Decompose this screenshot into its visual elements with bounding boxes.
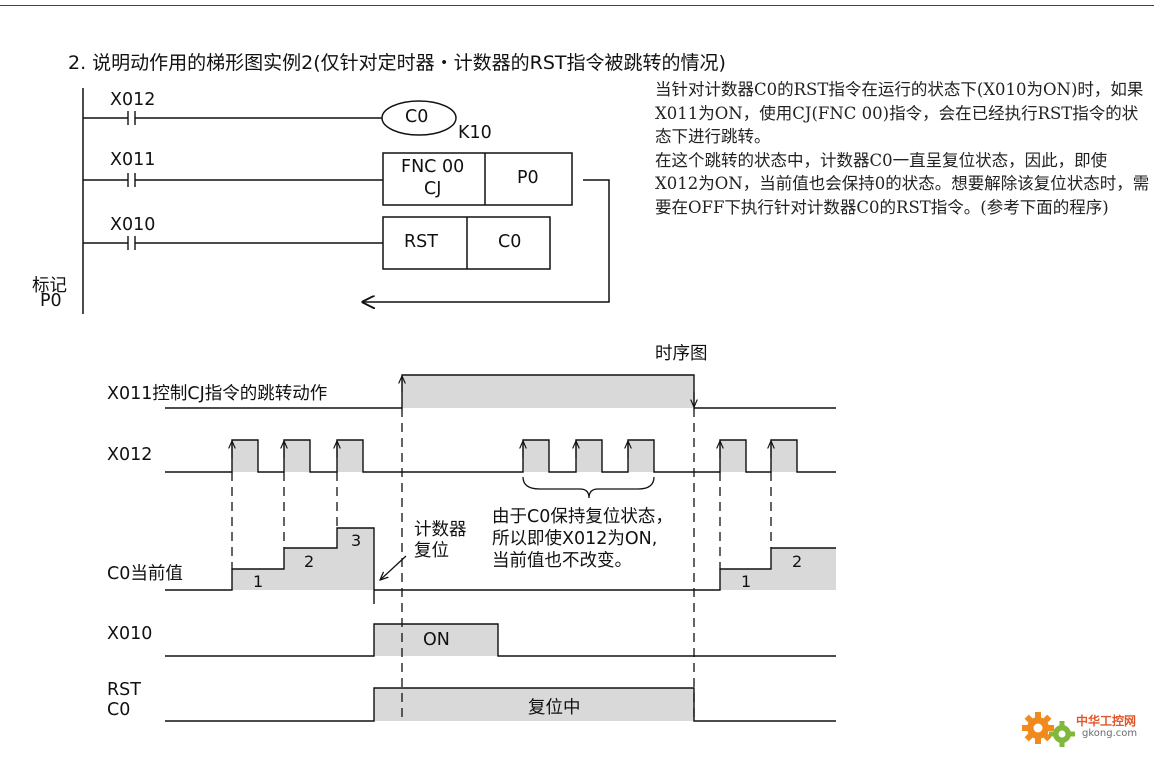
timing-guide-lines — [231, 408, 772, 722]
c0-value-waveform — [165, 527, 836, 604]
pointer-label-line2: P0 — [40, 291, 62, 311]
rst-label: RST — [404, 232, 438, 252]
c0-value-fill-after — [720, 548, 836, 590]
hold-note-line3: 当前值也不改变。 — [492, 551, 632, 571]
c0-step-after-2: 2 — [792, 552, 803, 571]
rung-2 — [83, 173, 383, 187]
c0-step-before-1: 1 — [253, 572, 264, 591]
watermark-brand: 中华工控网 — [1076, 714, 1137, 728]
rst-active-fill — [374, 688, 694, 721]
row-label-x012: X012 — [107, 445, 153, 465]
coil-c0 — [381, 100, 457, 136]
rung-3 — [83, 236, 383, 250]
rung-1 — [83, 111, 383, 125]
x010-waveform — [165, 623, 836, 657]
contact-x012-label: X012 — [110, 90, 156, 110]
hold-note-line2: 所以即使X012为ON, — [492, 529, 658, 549]
row-label-c0: C0当前值 — [107, 564, 183, 584]
c0-value-fill-before — [232, 528, 374, 590]
fnc-operand-label: P0 — [517, 168, 539, 188]
x011-high-fill — [402, 375, 694, 408]
reset-note-line1: 计数器 — [414, 520, 467, 540]
description-paragraph-2: 在这个跳转的状态中，计数器C0一直呈复位状态，因此，即使X012为ON，当前值也… — [655, 150, 1150, 217]
row-label-rst-line1: RST — [107, 680, 141, 700]
row-label-x010: X010 — [107, 624, 153, 644]
gear-icon — [1022, 712, 1075, 747]
c0-step-before-2: 2 — [304, 552, 315, 571]
contact-x011-label: X011 — [110, 150, 156, 170]
description-text: 当针对计数器C0的RST指令在运行的状态下(X010为ON)时，如果X011为O… — [655, 78, 1150, 219]
c0-step-before-3: 3 — [351, 531, 362, 550]
gkong-watermark-logo: 中华工控网 gkong.com — [1018, 702, 1146, 754]
fnc-number-label: FNC 00 — [401, 157, 465, 177]
c0-step-after-1: 1 — [741, 572, 752, 591]
watermark-site: gkong.com — [1082, 728, 1138, 739]
row-label-rst-line2: C0 — [107, 700, 131, 720]
section-heading: 2. 说明动作用的梯形图实例2(仅针对定时器・计数器的RST指令被跳转的情况) — [68, 52, 726, 74]
fnc-box — [382, 152, 573, 206]
jump-arrow — [363, 179, 610, 302]
x010-on-fill — [374, 624, 498, 656]
rst-waveform — [165, 687, 836, 722]
rst-operand-label: C0 — [498, 232, 522, 252]
fnc-mnemonic-label: CJ — [424, 179, 442, 199]
coil-setting-label: K10 — [458, 123, 492, 143]
x012-pulse-fills — [232, 440, 797, 472]
x011-waveform — [165, 374, 836, 409]
pointer-label-line1: 标记 — [32, 276, 67, 296]
reset-note-line2: 复位 — [414, 541, 449, 561]
description-paragraph-1: 当针对计数器C0的RST指令在运行的状态下(X010为ON)时，如果X011为O… — [655, 80, 1144, 146]
timing-chart-title: 时序图 — [655, 344, 708, 364]
x012-rising-arrows — [232, 441, 771, 458]
top-rule — [0, 5, 1154, 6]
ignored-pulses-brace — [522, 476, 655, 499]
coil-label: C0 — [405, 107, 429, 127]
rst-active-label: 复位中 — [528, 698, 581, 718]
x010-on-label: ON — [423, 630, 450, 650]
contact-x010-label: X010 — [110, 215, 156, 235]
row-label-x011: X011控制CJ指令的跳转动作 — [107, 384, 328, 404]
hold-note-line1: 由于C0保持复位状态， — [492, 507, 673, 527]
